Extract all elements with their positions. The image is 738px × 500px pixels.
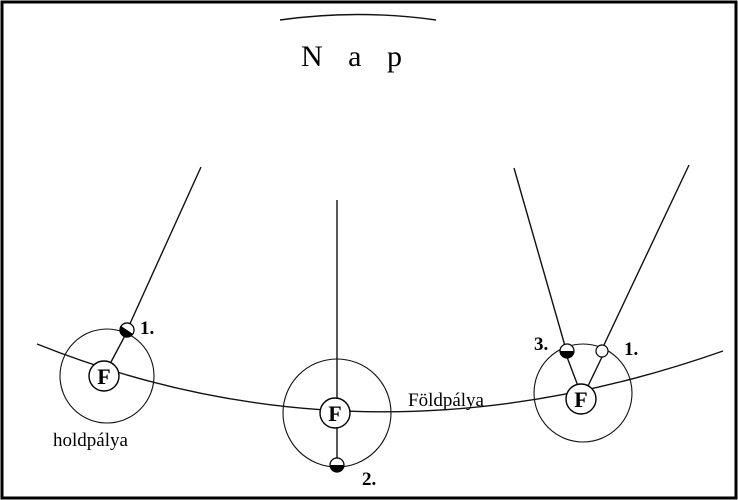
moon [329, 457, 345, 473]
position-3: 3. 1. F [513, 164, 690, 443]
earth-moon-line [587, 356, 603, 387]
position-1: 1. F holdpálya [53, 166, 202, 451]
sun-label: N a p [301, 40, 411, 73]
moon [119, 322, 135, 338]
position-2: 2. F [282, 200, 392, 490]
moon [595, 344, 609, 358]
moon [559, 343, 575, 359]
sun-arc [279, 13, 437, 21]
earth-label: F [328, 401, 341, 426]
moon-position-label: 1. [624, 339, 638, 360]
earth [88, 360, 120, 392]
sun-ray [513, 167, 566, 347]
moon-orbit [533, 343, 633, 443]
earth-label: F [97, 364, 110, 389]
moon-orbit-label: holdpálya [53, 430, 128, 451]
moon-orbit [59, 328, 155, 424]
moon-position-label: 1. [140, 318, 154, 339]
earth-moon-line [566, 356, 579, 387]
moon-position-label: 3. [534, 334, 548, 355]
earth-label: F [574, 387, 587, 412]
sun-ray [127, 166, 202, 329]
earth-orbit-label: Földpálya [408, 390, 485, 411]
earth-orbit [36, 343, 724, 413]
earth [319, 397, 351, 429]
sun-ray [602, 164, 690, 348]
moon-position-label: 2. [362, 469, 376, 490]
earth [565, 383, 597, 415]
